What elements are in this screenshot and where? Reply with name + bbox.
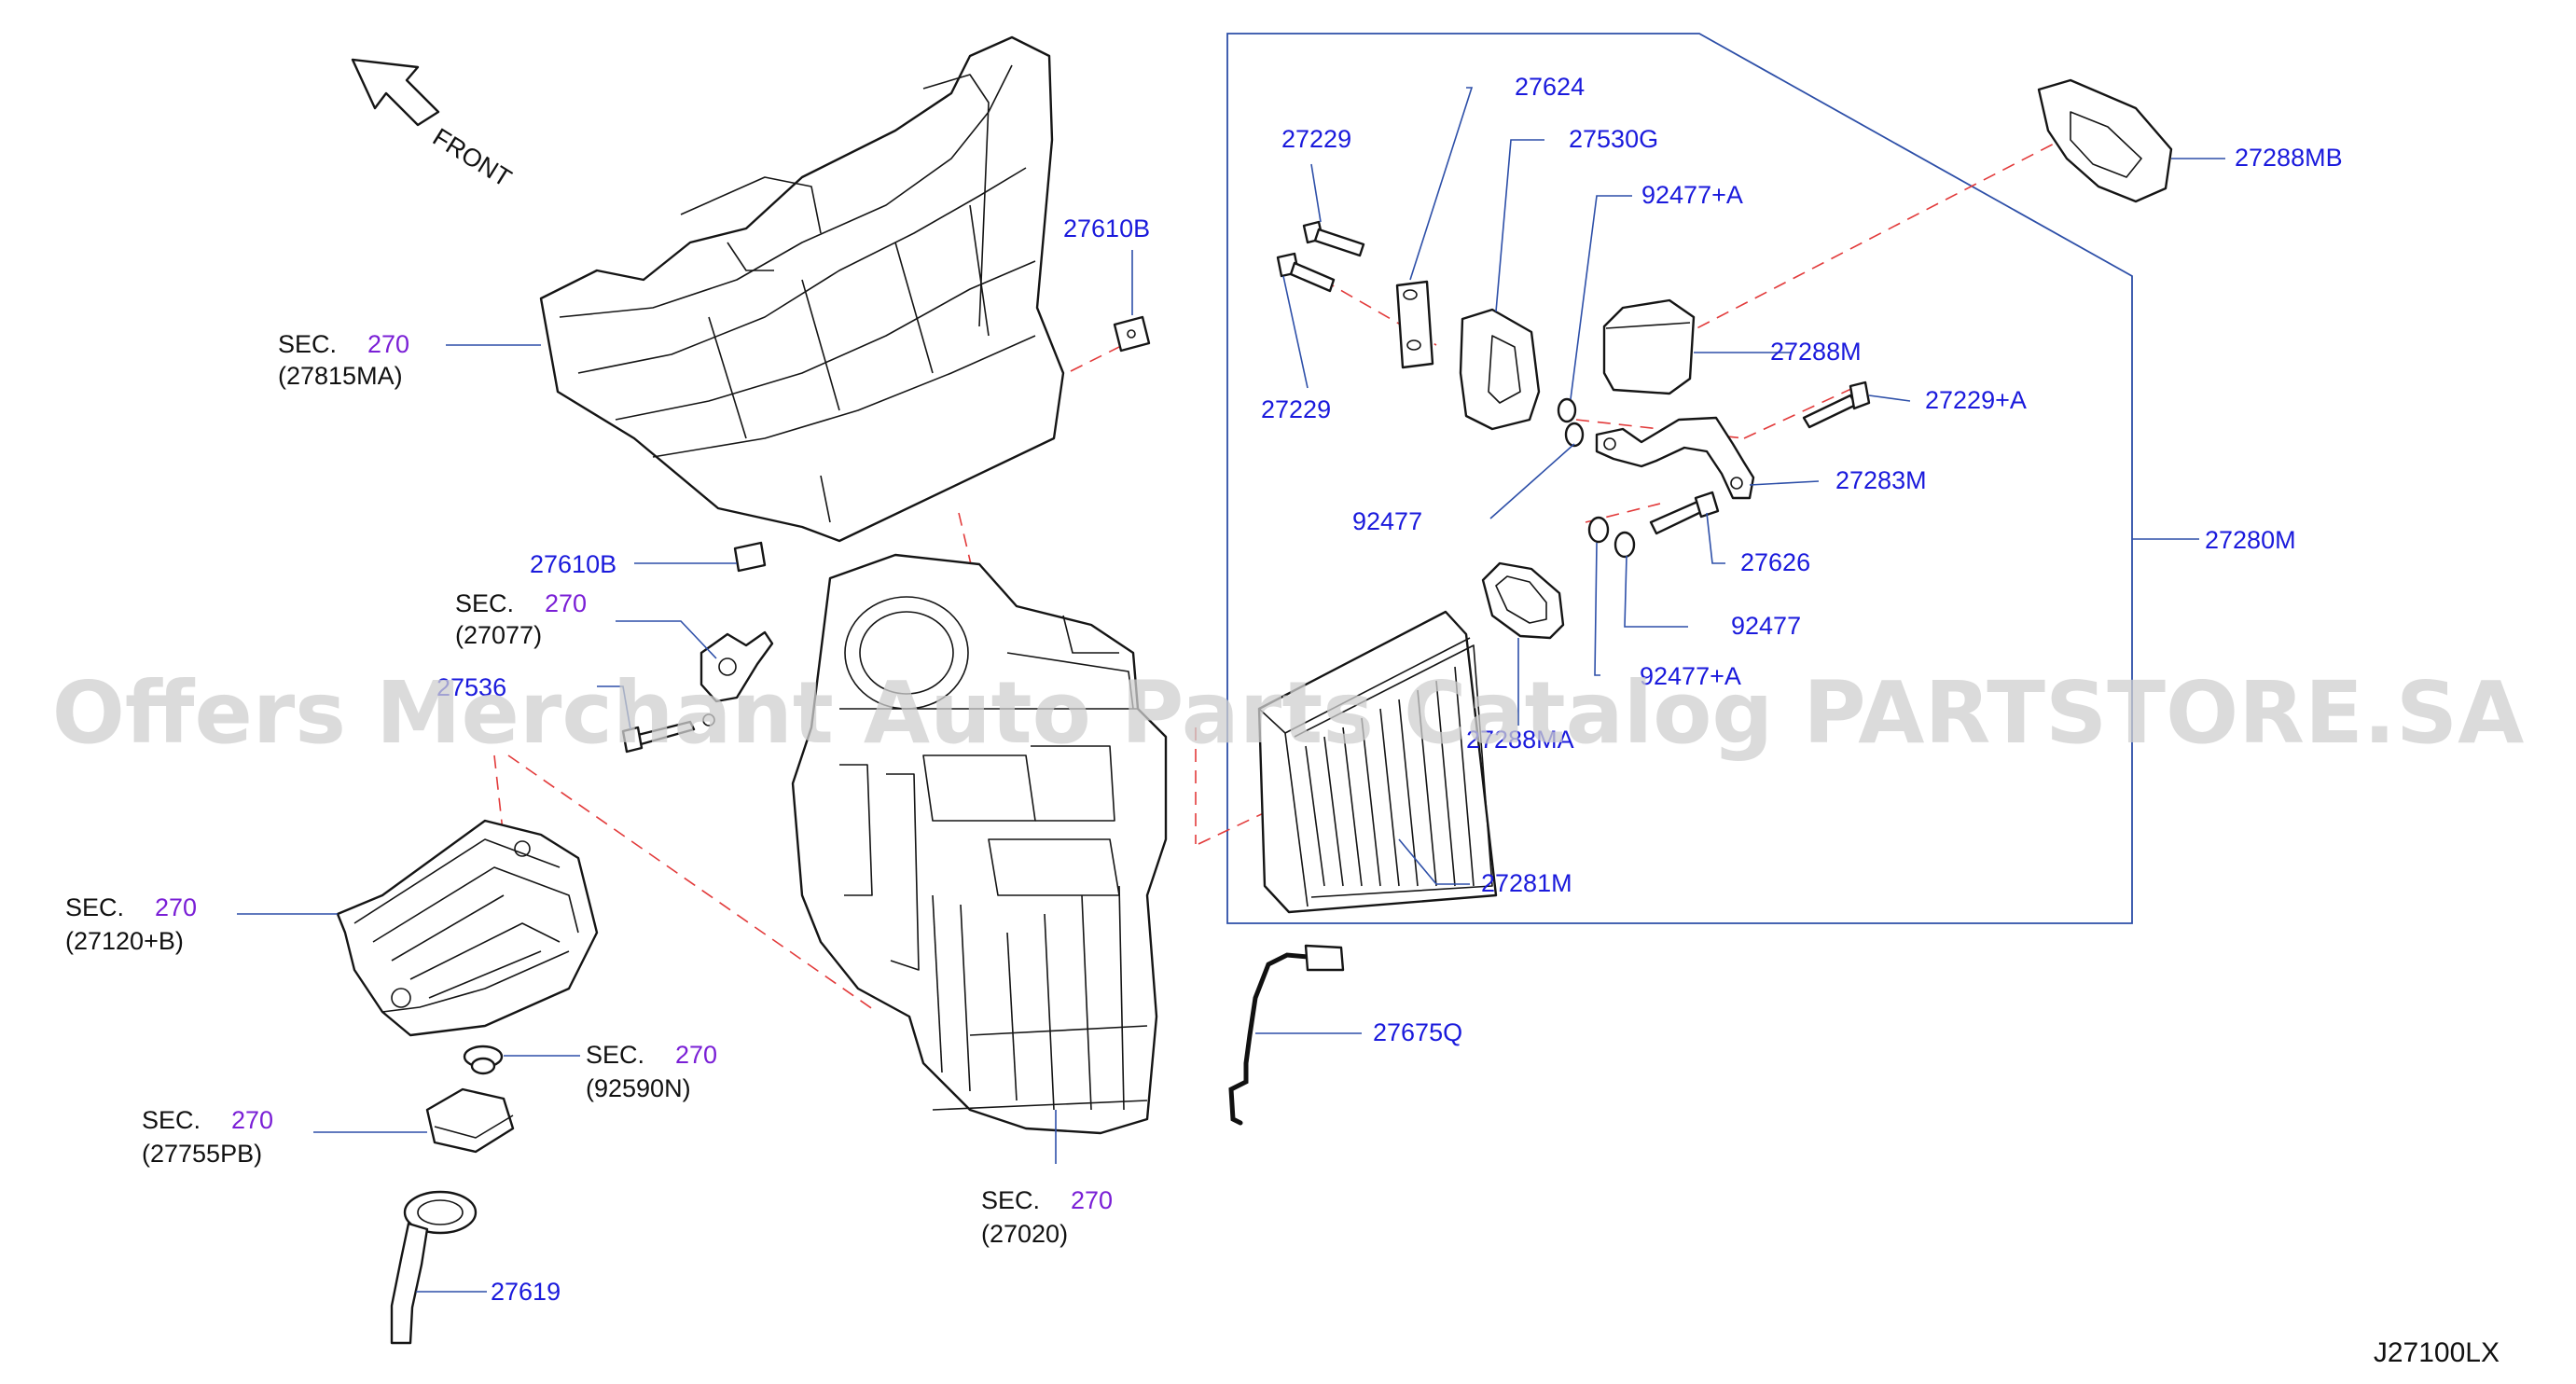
sec-ref-27755pb: SEC. 270 (27755PB) <box>142 1106 273 1168</box>
insulator-27288m <box>1602 298 1696 395</box>
lower-case-27120b <box>336 819 599 1037</box>
pad-27755pb <box>425 1087 515 1154</box>
label-27610b-top: 27610B <box>1063 215 1150 242</box>
bolt-27229-b <box>1276 252 1336 293</box>
label-27229-b: 27229 <box>1261 395 1331 423</box>
sec-number: 270 <box>367 330 409 358</box>
clip-27610b-top <box>1113 315 1151 353</box>
o-ring-92477a-2 <box>1587 516 1610 544</box>
label-92477-1: 92477 <box>1352 507 1422 535</box>
label-27229a: 27229+A <box>1925 386 2027 414</box>
label-27288ma: 27288MA <box>1466 726 1574 754</box>
label-27283m: 27283M <box>1835 466 1927 494</box>
label-27281m: 27281M <box>1481 869 1572 897</box>
sec-prefix: SEC. <box>65 893 124 921</box>
sec-code: (27020) <box>981 1220 1068 1248</box>
mode-actuator-27077 <box>699 630 774 703</box>
aspirator-27619 <box>390 1190 478 1345</box>
label-27536: 27536 <box>436 673 506 701</box>
heater-unit-case <box>791 553 1168 1135</box>
label-27619: 27619 <box>491 1278 561 1306</box>
sec-code: (92590N) <box>586 1074 691 1102</box>
label-27675q: 27675Q <box>1373 1018 1462 1046</box>
sec-ref-27077: SEC. 270 (27077) <box>455 589 587 649</box>
front-direction-arrow-icon <box>351 58 440 127</box>
sec-number: 270 <box>231 1106 273 1134</box>
o-ring-92477-1 <box>1564 422 1585 448</box>
label-27288m: 27288M <box>1770 338 1862 366</box>
o-ring-92477-2 <box>1613 531 1636 559</box>
sec-prefix: SEC. <box>142 1106 201 1134</box>
pipe-27283m <box>1595 416 1755 500</box>
label-27229-a: 27229 <box>1281 125 1351 153</box>
sec-ref-27020: SEC. 270 (27020) <box>981 1186 1113 1248</box>
evaporator-kit-boundary <box>1226 33 2133 924</box>
label-27288mb: 27288MB <box>2235 144 2343 172</box>
sec-prefix: SEC. <box>278 330 337 358</box>
seal-27288ma <box>1481 561 1565 640</box>
label-27626: 27626 <box>1740 548 1810 576</box>
label-92477a-2: 92477+A <box>1640 662 1741 690</box>
sec-ref-27120b: SEC. 270 (27120+B) <box>65 893 197 955</box>
thermo-sensor-27626 <box>1649 491 1720 535</box>
insulator-27530g <box>1459 308 1541 431</box>
diagram-code: J27100LX <box>2374 1337 2500 1368</box>
sec-ref-27815ma: SEC. 270 (27815MA) <box>278 330 409 390</box>
sec-number: 270 <box>545 589 587 617</box>
leader-lines <box>237 87 2225 1293</box>
label-27610b-mid: 27610B <box>530 550 616 578</box>
label-27530g: 27530G <box>1569 125 1658 153</box>
sec-number: 270 <box>1071 1186 1113 1214</box>
label-92477a-1: 92477+A <box>1641 181 1743 209</box>
sec-code: (27815MA) <box>278 362 403 390</box>
o-ring-92477a-1 <box>1557 397 1577 423</box>
grommet-92590n <box>463 1045 504 1075</box>
sec-number: 270 <box>155 893 197 921</box>
sec-ref-92590n: SEC. 270 (92590N) <box>586 1041 717 1102</box>
sec-code: (27120+B) <box>65 927 184 955</box>
expansion-valve-27624 <box>1395 280 1434 369</box>
sec-code: (27077) <box>455 621 542 649</box>
sub-harness-27675q <box>1228 944 1345 1126</box>
bolt-27229-a <box>1302 220 1365 257</box>
sec-code: (27755PB) <box>142 1140 262 1168</box>
label-27624: 27624 <box>1515 73 1585 101</box>
label-92477-2: 92477 <box>1731 612 1801 640</box>
upper-duct-case <box>539 35 1065 543</box>
sec-number: 270 <box>675 1041 717 1069</box>
bolt-27229a <box>1802 381 1871 429</box>
sec-prefix: SEC. <box>981 1186 1040 1214</box>
front-direction-label: FRONT <box>428 123 517 193</box>
watermark-text: Offers Merchant Auto Parts Catalog PARTS… <box>52 663 2525 763</box>
clip-27610b-mid <box>733 541 767 573</box>
evaporator-core-27281m <box>1257 610 1498 914</box>
label-27280m: 27280M <box>2205 526 2296 554</box>
bolt-27536 <box>621 713 715 754</box>
sec-prefix: SEC. <box>586 1041 644 1069</box>
insulator-27288mb <box>2037 78 2173 203</box>
sec-prefix: SEC. <box>455 589 514 617</box>
